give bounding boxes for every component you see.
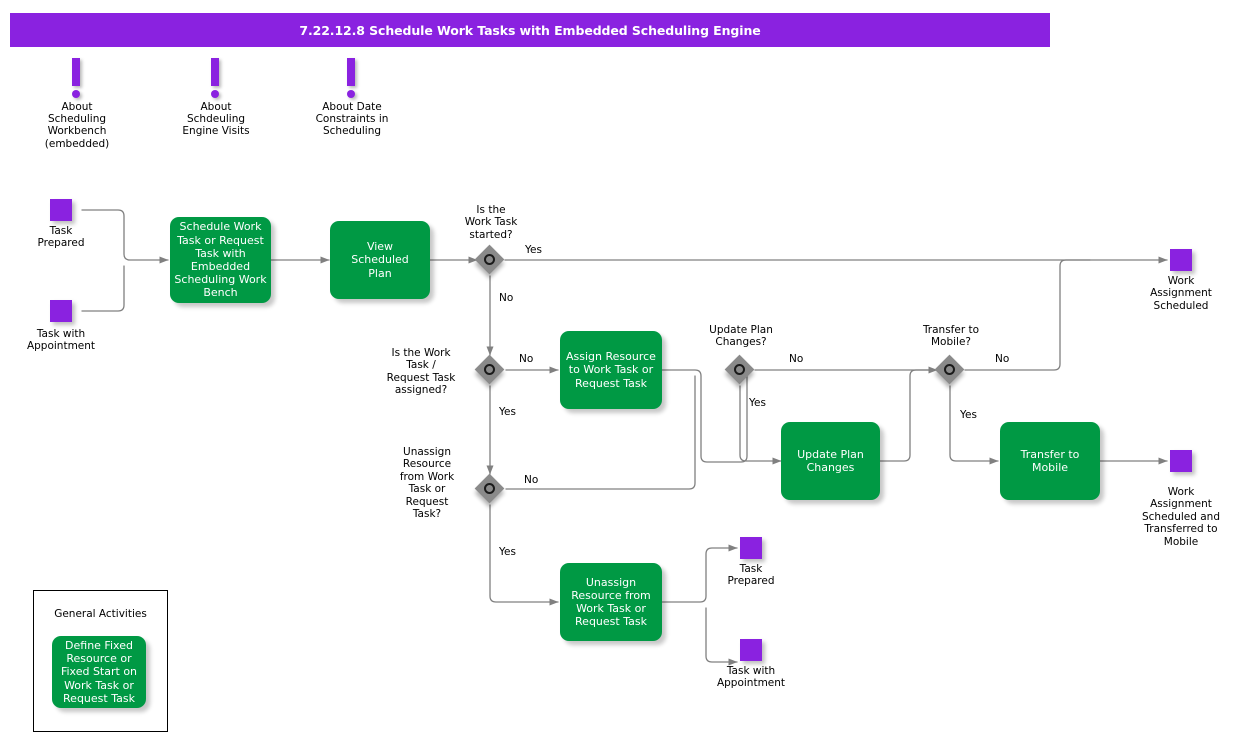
note-label: About Schdeuling Engine Visits (182, 101, 250, 138)
note-about-date-constraints[interactable]: About Date Constraints in Scheduling (292, 58, 412, 138)
exclamation-dot-icon (347, 90, 355, 98)
exclamation-bar-icon (211, 58, 219, 86)
legend-define-fixed-resource-activity[interactable]: Define Fixed Resource or Fixed Start on … (52, 636, 146, 708)
update-plan-changes-decision-label: Update Plan Changes? (709, 324, 773, 349)
activity-label: Update Plan Changes (797, 447, 864, 474)
work-assignment-scheduled-transferred-label: Work Assignment Scheduled and Transferre… (1141, 486, 1220, 548)
note-about-scheduling-engine-visits[interactable]: About Schdeuling Engine Visits (156, 58, 276, 138)
activity-label: Transfer to Mobile (1020, 447, 1080, 474)
activity-label: View Scheduled Plan (351, 240, 409, 280)
task-prepared-start-label: Task Prepared (37, 225, 85, 250)
branch-label-assigned-yes: Yes (499, 406, 516, 418)
assign-resource-activity[interactable]: Assign Resource to Work Task or Request … (560, 331, 662, 409)
task-with-appointment-end-label: Task with Appointment (716, 665, 786, 690)
note-label: About Date Constraints in Scheduling (315, 101, 389, 138)
exclamation-icon (72, 58, 82, 98)
unassign-resource-activity[interactable]: Unassign Resource from Work Task or Requ… (560, 563, 662, 641)
task-prepared-end-event[interactable] (740, 537, 762, 559)
decision-ring-icon (484, 483, 495, 494)
exclamation-bar-icon (347, 58, 355, 86)
page-title: 7.22.12.8 Schedule Work Tasks with Embed… (299, 22, 761, 38)
activity-label: Define Fixed Resource or Fixed Start on … (60, 638, 138, 705)
branch-label-started-yes: Yes (525, 244, 542, 256)
update-plan-changes-activity[interactable]: Update Plan Changes (781, 422, 880, 500)
activity-label: Assign Resource to Work Task or Request … (566, 350, 656, 390)
exclamation-bar-icon (72, 58, 80, 86)
work-assignment-scheduled-label: Work Assignment Scheduled (1150, 275, 1212, 312)
is-work-task-assigned-decision[interactable] (474, 354, 506, 386)
transfer-to-mobile-activity[interactable]: Transfer to Mobile (1000, 422, 1100, 500)
work-assignment-scheduled-event[interactable] (1170, 249, 1192, 271)
exclamation-dot-icon (72, 90, 80, 98)
decision-ring-icon (484, 364, 495, 375)
work-assignment-scheduled-transferred-event[interactable] (1170, 450, 1192, 472)
branch-label-transfer-no: No (995, 353, 1010, 365)
is-work-task-started-decision[interactable] (474, 244, 506, 276)
update-plan-changes-decision[interactable] (724, 354, 756, 386)
decision-ring-icon (944, 364, 955, 375)
activity-label: Unassign Resource from Work Task or Requ… (571, 575, 651, 629)
diagram-title-bar: 7.22.12.8 Schedule Work Tasks with Embed… (10, 13, 1050, 47)
is-work-task-assigned-label: Is the Work Task / Request Task assigned… (386, 347, 456, 397)
branch-label-update-no: No (789, 353, 804, 365)
decision-ring-icon (484, 254, 495, 265)
branch-label-unassign-no: No (524, 474, 539, 486)
unassign-resource-decision[interactable] (474, 473, 506, 505)
legend-title: General Activities (54, 608, 147, 620)
branch-label-update-yes: Yes (749, 397, 766, 409)
task-with-appointment-start-event[interactable] (50, 300, 72, 322)
view-scheduled-plan-activity[interactable]: View Scheduled Plan (330, 221, 430, 299)
exclamation-dot-icon (211, 90, 219, 98)
note-label: About Scheduling Workbench (embedded) (44, 101, 110, 150)
branch-label-unassign-yes: Yes (499, 546, 516, 558)
schedule-work-task-activity[interactable]: Schedule Work Task or Request Task with … (170, 217, 271, 303)
decision-ring-icon (734, 364, 745, 375)
task-prepared-end-label: Task Prepared (727, 563, 775, 588)
task-with-appointment-start-label: Task with Appointment (26, 328, 96, 353)
activity-label: Schedule Work Task or Request Task with … (174, 220, 267, 300)
exclamation-icon (347, 58, 357, 98)
task-prepared-start-event[interactable] (50, 199, 72, 221)
exclamation-icon (211, 58, 221, 98)
branch-label-started-no: No (499, 292, 514, 304)
branch-label-transfer-yes: Yes (960, 409, 977, 421)
branch-label-assigned-no: No (519, 353, 534, 365)
transfer-to-mobile-decision-label: Transfer to Mobile? (922, 324, 980, 349)
transfer-to-mobile-decision[interactable] (934, 354, 966, 386)
unassign-resource-decision-label: Unassign Resource from Work Task or Requ… (399, 446, 455, 521)
note-about-scheduling-workbench[interactable]: About Scheduling Workbench (embedded) (17, 58, 137, 150)
general-activities-legend: General Activities Define Fixed Resource… (33, 590, 168, 732)
is-work-task-started-label: Is the Work Task started? (464, 204, 518, 241)
task-with-appointment-end-event[interactable] (740, 639, 762, 661)
